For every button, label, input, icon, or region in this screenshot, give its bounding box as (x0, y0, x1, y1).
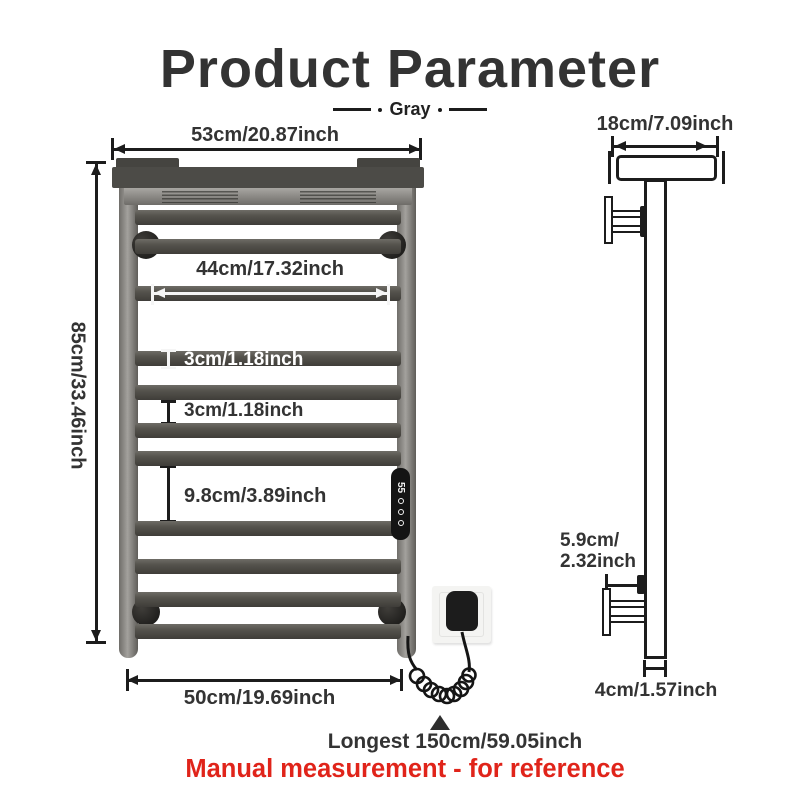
arrowhead-left-icon (127, 675, 138, 685)
towel-bar-6 (135, 423, 401, 438)
dim-tick (86, 641, 106, 644)
ibeam-serif (161, 421, 176, 424)
side-bracket-lower-arm-2 (609, 615, 646, 623)
towel-bar-11 (135, 624, 401, 639)
shelf-right-tab (357, 158, 420, 169)
arrowhead-right-icon (376, 288, 387, 298)
variant-dash-left (333, 107, 372, 112)
dim-tick (86, 161, 106, 164)
arrowhead-down-icon (91, 630, 101, 641)
arrowhead-right-icon (409, 144, 420, 154)
side-bracket-lower-plate (602, 588, 611, 636)
side-post-mount-nub (637, 575, 645, 594)
towel-bar-7 (135, 451, 401, 466)
ibeam-serif (161, 366, 176, 369)
dim-post-depth-line (643, 667, 666, 670)
dim-top-width-arrow (114, 148, 420, 151)
dim-top-width-label: 53cm/20.87inch (191, 124, 339, 146)
towel-bar-10 (135, 592, 401, 607)
right-post (397, 186, 416, 658)
side-post (644, 179, 667, 659)
control-panel: 55 (391, 468, 410, 540)
side-shelf (616, 155, 717, 181)
dim-bar-gap-label: 3cm/1.18inch (184, 400, 304, 421)
dim-bottom-width-arrow (127, 679, 401, 682)
arrowhead-left-icon (114, 144, 125, 154)
dim-tick (126, 669, 129, 691)
cord-length-label: Longest 150cm/59.05inch (327, 730, 583, 753)
dim-post-depth-label: 4cm/1.57inch (594, 679, 718, 701)
side-bracket-lower-arm-1 (609, 600, 646, 608)
top-shelf (112, 167, 424, 188)
variant-dot-left (378, 107, 383, 112)
power-plug (446, 591, 478, 631)
towel-bar-1 (135, 210, 401, 225)
arrowhead-up-icon (91, 164, 101, 175)
variant-dot-right (437, 107, 442, 112)
side-shelf-left-edge (608, 151, 611, 184)
towel-bar-5 (135, 385, 401, 400)
dim-inner-width-arrow (154, 292, 387, 295)
arrowhead-right-icon (390, 675, 401, 685)
variant-dash-right (448, 107, 487, 112)
arrowhead-right-icon (696, 141, 707, 151)
side-bracket-upper-mount (640, 206, 647, 237)
towel-bar-9 (135, 559, 401, 574)
left-post (119, 186, 138, 658)
dim-height-label: 85cm/33.46inch (66, 321, 89, 470)
vent-grille-left (162, 191, 238, 203)
dim-bar-diameter-label: 3cm/1.18inch (184, 349, 304, 370)
dim-inner-width-label: 44cm/17.32inch (196, 258, 344, 280)
page-title: Product Parameter (159, 39, 661, 99)
dim-tick (716, 136, 719, 157)
dim-depth-arrow (613, 145, 718, 148)
power-icon (397, 520, 404, 527)
side-shelf-right-edge (722, 151, 725, 184)
shelf-left-tab (116, 158, 179, 169)
dim-wall-clearance-line (606, 584, 640, 587)
towel-bar-2 (135, 239, 401, 254)
dim-tick (419, 138, 422, 160)
dim-height-arrow (95, 164, 98, 641)
towel-bar-8 (135, 521, 401, 536)
dim-wall-clearance-label: 5.9cm/ 2.32inch (560, 530, 637, 572)
cord-pointer-triangle-icon (430, 715, 450, 730)
towel-bar-4 (135, 351, 401, 366)
timer-icon (397, 498, 404, 505)
side-bracket-upper-plate (604, 196, 613, 244)
dim-tick (111, 138, 114, 160)
dim-section-gap-label: 9.8cm/3.89inch (184, 485, 327, 507)
variant-row: Gray (110, 99, 710, 120)
dim-tick (151, 284, 154, 305)
dim-tick (611, 136, 614, 157)
dim-depth-label: 18cm/7.09inch (596, 113, 734, 135)
measurement-note: Manual measurement - for reference (185, 755, 625, 783)
vent-grille-right (300, 191, 376, 203)
dim-bottom-width-label: 50cm/19.69inch (183, 686, 336, 709)
dim-tick (387, 284, 390, 305)
arrowhead-left-icon (615, 141, 626, 151)
power-cord (406, 631, 477, 705)
temperature-display: 55 (395, 481, 406, 494)
ibeam-serif (160, 519, 176, 522)
dim-tick (400, 669, 403, 691)
heat-level-icon (397, 509, 404, 516)
dim-bar-gap-ibeam (167, 400, 170, 424)
dim-section-gap-ibeam (167, 465, 170, 522)
arrowhead-left-icon (154, 288, 165, 298)
variant-label: Gray (389, 99, 431, 119)
dim-bar-diameter-ibeam (167, 349, 170, 369)
